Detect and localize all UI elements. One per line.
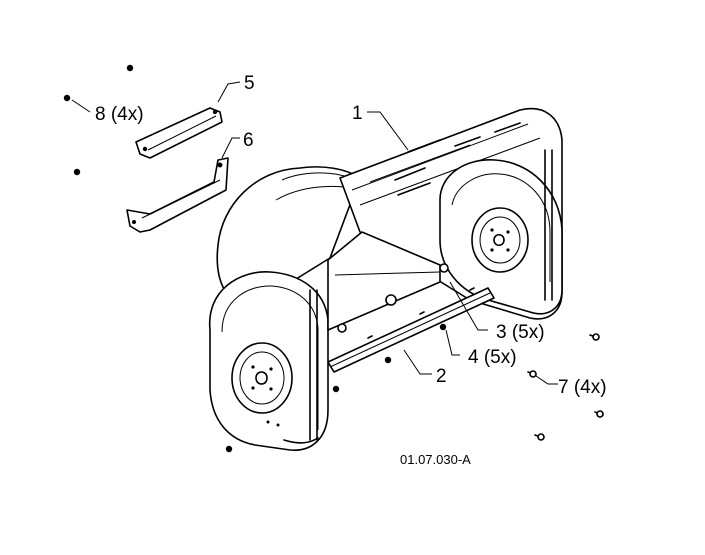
callout-7: 7 (4x) <box>558 377 607 398</box>
callout-1: 1 <box>352 103 363 124</box>
callout-5: 5 <box>244 73 255 94</box>
fastener-bolts <box>527 333 604 441</box>
callout-6: 6 <box>243 130 254 151</box>
upper-bracket <box>135 107 223 159</box>
callout-2: 2 <box>436 366 447 387</box>
callout-3: 3 (5x) <box>496 322 545 343</box>
auger-housing <box>209 107 563 451</box>
reference-code: 01.07.030-A <box>400 452 471 467</box>
lower-bracket <box>126 157 229 233</box>
callout-8: 8 (4x) <box>95 104 144 125</box>
callout-4: 4 (5x) <box>468 347 517 368</box>
leader-lines <box>71 81 558 385</box>
fastener-nuts <box>63 64 447 453</box>
